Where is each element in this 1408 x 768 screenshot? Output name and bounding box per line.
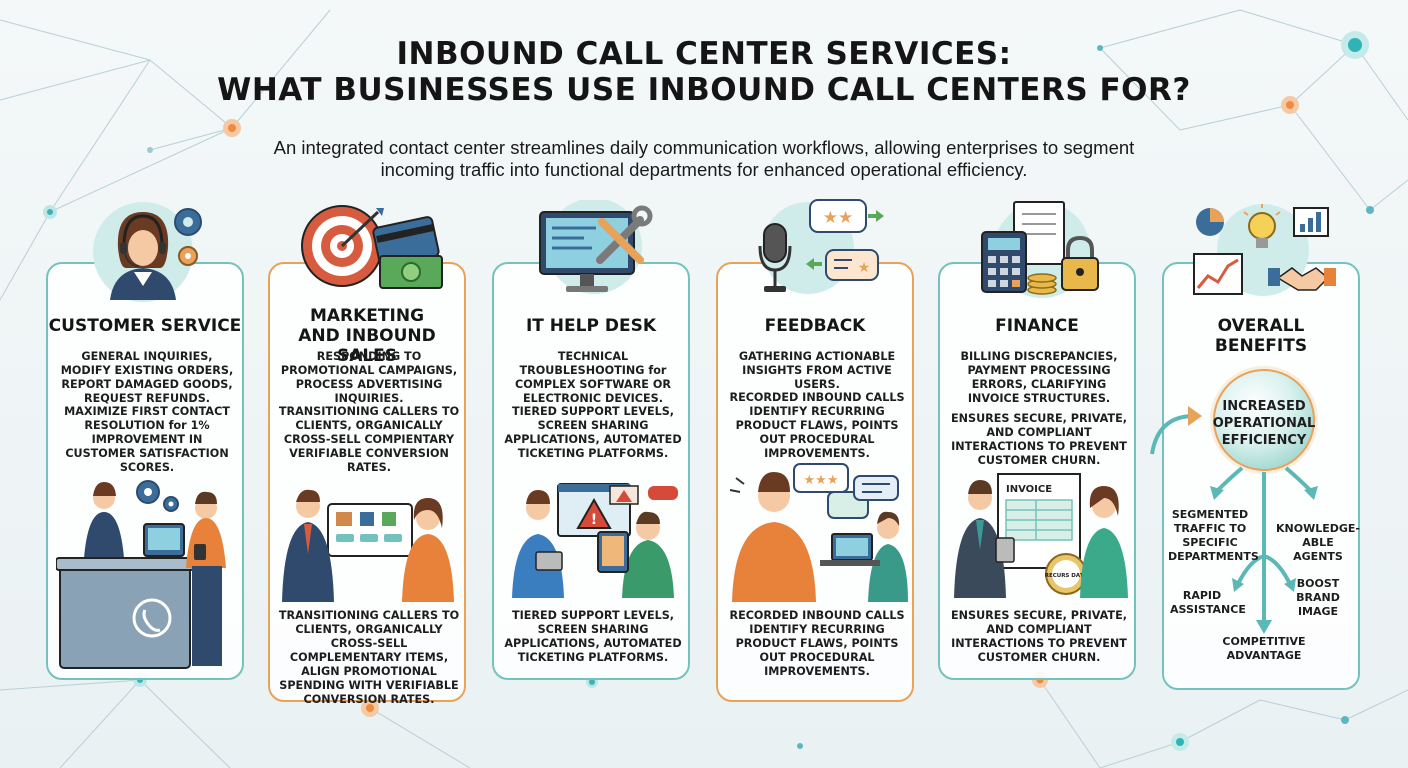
feedback-text-3: RECORDED INBOUND CALLS IDENTIFY RECURRIN… [729, 609, 905, 678]
microphone-and-ratings-icon: ★★ ★ [758, 199, 884, 294]
it-help-desk-text-1: TECHNICAL TROUBLESHOOTING for COMPLEX SO… [515, 350, 671, 405]
feedback-caller-illustration: ★★★ [729, 463, 908, 602]
it-help-desk-text-3: TIERED SUPPORT LEVELS, SCREEN SHARING AP… [504, 609, 682, 664]
calculator-and-lock-icon [981, 201, 1099, 298]
benefit-boost-brand-image: BOOST BRAND IMAGE [1296, 577, 1340, 618]
monitor-and-tools-icon [539, 200, 653, 294]
finance-invoice-illustration: INVOICE RECURS DATA [954, 473, 1128, 598]
finance-text-2: ENSURES SECURE, PRIVATE, AND COMPLIANT I… [951, 412, 1127, 467]
it-help-desk-card: IT HELP DESK TECHNICAL TROUBLESHOOTING f… [492, 262, 690, 680]
benefit-competitive-advantage: COMPETITIVE ADVANTAGE [1222, 635, 1306, 662]
svg-text:!: ! [591, 512, 597, 528]
benefits-flow-diagram [1150, 366, 1318, 634]
page-title-line-1: INBOUND CALL CENTER SERVICES: [396, 36, 1012, 72]
customer-service-desk-illustration [56, 480, 226, 669]
benefit-segmented-traffic: SEGMENTED TRAFFIC TO SPECIFIC DEPARTMENT… [1168, 508, 1259, 563]
customer-service-text-2: MAXIMIZE FIRST CONTACT RESOLUTION for 1%… [64, 405, 230, 474]
svg-text:★: ★ [858, 260, 871, 276]
marketing-heading: MARKETING AND INBOUND SALES [298, 306, 436, 366]
customer-service-heading: CUSTOMER SERVICE [48, 316, 242, 336]
svg-text:★★: ★★ [823, 208, 853, 228]
feedback-text-1: GATHERING ACTIONABLE INSIGHTS FROM ACTIV… [738, 350, 896, 391]
marketing-text-2: TRANSITIONING CALLERS TO CLIENTS, ORGANI… [278, 405, 460, 474]
invoice-label: INVOICE [1006, 484, 1052, 495]
marketing-inbound-sales-card: MARKETING AND INBOUND SALES RESPONDING T… [268, 262, 466, 706]
it-support-illustration: ! [512, 483, 678, 598]
svg-text:★★★: ★★★ [804, 473, 839, 488]
charts-idea-handshake-icon [1193, 204, 1336, 296]
overall-benefits-card: OVERALL BENEFITS [1162, 262, 1360, 690]
customer-service-text-1: GENERAL INQUIRIES, MODIFY EXISTING ORDER… [60, 350, 234, 405]
marketing-text-1: RESPONDING TO PROMOTIONAL CAMPAIGNS, PRO… [280, 350, 458, 405]
marketing-text-3: TRANSITIONING CALLERS TO CLIENTS, ORGANI… [278, 609, 460, 706]
finance-heading: FINANCE [995, 316, 1079, 336]
seal-text: RECURS DATA [1045, 573, 1088, 579]
benefit-knowledgeable-agents: KNOWLEDGE-ABLE AGENTS [1276, 522, 1360, 563]
it-help-desk-text-2: TIERED SUPPORT LEVELS, SCREEN SHARING AP… [504, 405, 682, 460]
feedback-heading: FEEDBACK [764, 316, 866, 336]
finance-card: FINANCE BILLING DISCREPANCIES, PAYMENT P… [938, 262, 1136, 680]
finance-text-3: ENSURES SECURE, PRIVATE, AND COMPLIANT I… [951, 609, 1127, 664]
page-title-line-2: WHAT BUSINESSES USE INBOUND CALL CENTERS… [217, 72, 1191, 108]
overall-benefits-heading: OVERALL BENEFITS [1214, 316, 1308, 356]
it-help-desk-heading: IT HELP DESK [525, 316, 657, 336]
feedback-text-2: RECORDED INBOUND CALLS IDENTIFY RECURRIN… [729, 391, 905, 460]
benefit-center-label: INCREASED OPERATIONAL EFFICIENCY [1212, 399, 1316, 448]
page-subtitle: An integrated contact center streamlines… [273, 137, 1135, 180]
benefit-rapid-assistance: RAPID ASSISTANCE [1170, 589, 1246, 616]
target-and-card-icon [301, 205, 443, 289]
finance-text-1: BILLING DISCREPANCIES, PAYMENT PROCESSIN… [960, 350, 1118, 405]
headset-agent-icon [93, 202, 202, 302]
marketing-team-illustration [282, 489, 454, 602]
